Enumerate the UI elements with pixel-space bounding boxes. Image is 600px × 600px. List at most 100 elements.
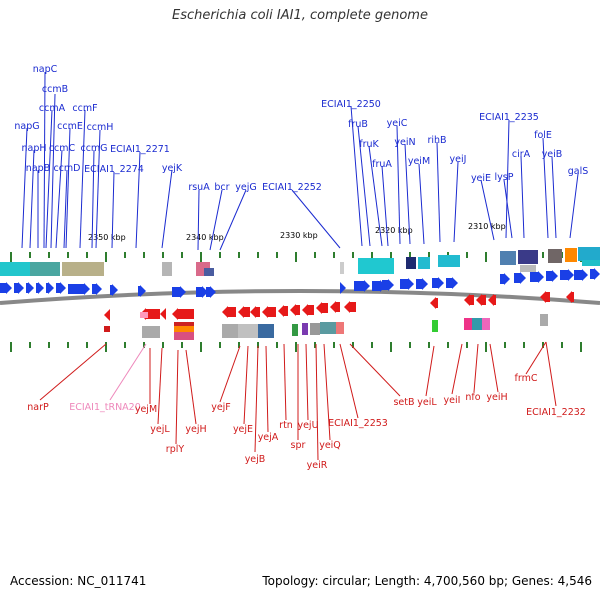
forward-gene-arrow — [574, 269, 588, 281]
callout-ccmh — [95, 129, 101, 249]
gene-label-ccmd: ccmD — [53, 163, 80, 174]
tick-mark — [523, 342, 525, 348]
reverse-gene-arrow — [160, 308, 166, 320]
callout-naph — [29, 149, 35, 249]
callout-yejl — [157, 347, 163, 425]
forward-gene-arrow — [500, 273, 510, 285]
forward-gene-arrow — [0, 282, 12, 294]
gene-label-lysp: lysP — [495, 172, 514, 183]
tick-mark — [219, 252, 221, 258]
tick-mark — [390, 342, 392, 352]
tick-mark — [143, 342, 145, 348]
gene-label-yejg: yejG — [235, 182, 256, 193]
tick-mark — [181, 342, 183, 348]
reverse-gene-arrow — [104, 309, 110, 321]
callout-ccma — [45, 109, 53, 249]
reverse-feature-block — [336, 322, 344, 334]
tick-mark — [409, 252, 411, 258]
callout-yeja — [265, 345, 269, 433]
callout-rsua — [197, 189, 200, 251]
gene-label-yeil: yeiL — [417, 397, 437, 408]
tick-mark — [580, 342, 582, 352]
tick-mark — [257, 252, 259, 258]
callout-yeir — [315, 343, 319, 461]
callout-eciai1-2252 — [291, 189, 341, 249]
gene-label-spr: spr — [291, 440, 306, 451]
callout-frub — [357, 125, 371, 247]
forward-gene-arrow — [36, 282, 44, 294]
forward-feature-block — [162, 262, 172, 276]
reverse-gene-arrow — [316, 302, 328, 314]
forward-feature-block — [0, 262, 30, 276]
gene-label-yeih: yeiH — [486, 392, 507, 403]
genome-backbone — [0, 289, 600, 305]
gene-label-yejl: yejL — [150, 424, 170, 435]
callout-ccme — [65, 127, 71, 249]
gene-label-rsua: rsuA — [188, 182, 210, 193]
reverse-gene-arrow — [330, 301, 340, 313]
forward-feature-block — [30, 262, 60, 276]
callout-yeim — [418, 163, 425, 245]
callout-rtn — [283, 343, 287, 421]
gene-label-ccme: ccmE — [57, 121, 83, 132]
gene-label-ccma: ccmA — [39, 103, 66, 114]
tick-mark — [390, 252, 392, 262]
tick-mark — [86, 342, 88, 348]
forward-gene-arrow — [172, 286, 186, 298]
reverse-feature-block — [482, 318, 490, 330]
forward-feature-block — [204, 268, 214, 276]
gene-label-bcr: bcr — [214, 182, 229, 193]
gene-label-yejh: yejH — [185, 424, 206, 435]
gene-label-frub: fruB — [348, 119, 368, 130]
forward-feature-block — [418, 257, 430, 269]
gene-label-cira: cirA — [512, 149, 531, 160]
forward-gene-arrow — [110, 284, 118, 296]
reverse-feature-block — [238, 324, 258, 338]
reverse-feature-block — [174, 326, 194, 332]
callout-frmc — [525, 341, 547, 375]
callout-narp — [39, 343, 107, 401]
reverse-feature-block — [140, 312, 148, 318]
tick-mark — [29, 252, 31, 258]
callout-yeib — [551, 156, 557, 239]
callout-ccmc — [55, 149, 63, 249]
reverse-feature-block — [222, 324, 238, 338]
tick-mark — [428, 342, 430, 348]
ruler-label: 2340 kbp — [186, 233, 224, 242]
forward-feature-block — [582, 260, 600, 266]
callout-yeih — [489, 343, 499, 393]
gene-label-yeiq: yeiQ — [319, 440, 341, 451]
forward-gene-arrow — [560, 269, 574, 281]
reverse-gene-arrow — [172, 308, 194, 320]
reverse-gene-arrow — [222, 306, 236, 318]
tick-mark — [352, 342, 354, 348]
gene-label-yeim: yeiM — [408, 156, 430, 167]
tick-mark — [561, 342, 563, 348]
callout-eciai1-trna20 — [109, 343, 147, 401]
tick-mark — [371, 252, 373, 258]
reverse-feature-block — [292, 324, 298, 336]
forward-gene-arrow — [416, 278, 428, 290]
callout-napg — [21, 127, 28, 249]
gene-label-eciai1-2253: ECIAI1_2253 — [328, 418, 388, 429]
callout-yeic — [396, 125, 401, 245]
gene-label-eciai1-trna20: ECIAI1_tRNA20 — [69, 402, 141, 413]
forward-gene-arrow — [514, 272, 526, 284]
callout-ccmg — [91, 149, 95, 249]
reverse-feature-block — [320, 322, 336, 334]
forward-gene-arrow — [56, 282, 66, 294]
callout-yejb — [254, 345, 259, 453]
reverse-gene-arrow — [540, 291, 550, 303]
genome-summary-text: Topology: circular; Length: 4,700,560 bp… — [262, 574, 592, 588]
ruler-label: 2320 kbp — [375, 226, 413, 235]
callout-fruk — [368, 145, 383, 247]
gene-label-yeja: yejA — [258, 432, 279, 443]
forward-feature-block — [578, 247, 600, 261]
gene-label-eciai1-2235: ECIAI1_2235 — [479, 112, 539, 123]
callout-eciai1-2232 — [545, 341, 557, 407]
callout-ccmf — [79, 109, 86, 249]
reverse-feature-block — [174, 322, 194, 326]
tick-mark — [143, 252, 145, 258]
forward-feature-block — [500, 251, 516, 265]
callout-rply — [175, 349, 179, 445]
